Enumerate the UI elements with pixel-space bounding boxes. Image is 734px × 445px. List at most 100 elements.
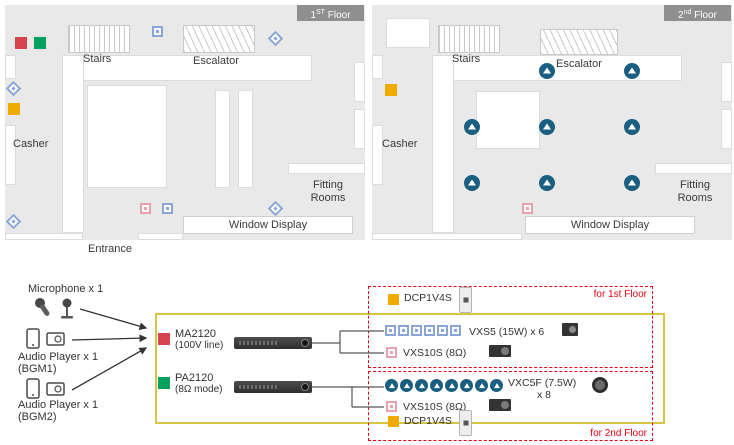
vxc5f-label: VXC5F (7.5W): [508, 377, 577, 389]
floor1-title-num: 1: [310, 10, 317, 21]
floor2-stairs-label: Stairs: [452, 53, 481, 65]
vxs10s-subwoofer-image: [489, 345, 511, 357]
floor2-vxs10s-label: VXS10S (8Ω): [403, 401, 467, 413]
smartphone-icon: [26, 378, 40, 399]
pa2120-label: PA2120: [175, 372, 214, 384]
dcp-control-loop: [155, 313, 665, 424]
vxs10s-subwoofer-icon: [522, 203, 533, 214]
dcp1v4s-panel-icon: [385, 84, 397, 96]
music-player-icon: [46, 382, 65, 396]
floor1-stairs-hatch: [68, 25, 130, 53]
audio-player2-icons: [26, 378, 65, 399]
floor1-stairs-label: Stairs: [83, 53, 112, 65]
vxs5-speaker-icon: [411, 325, 422, 336]
audio-player1-label: Audio Player x 1: [18, 351, 99, 363]
vxs5-speaker-icon: [424, 325, 435, 336]
pa2120-amp-icon: [158, 377, 170, 389]
ma2120-rack-image: [234, 337, 312, 349]
smartphone-icon: [26, 328, 40, 349]
microphone-icons: [35, 298, 73, 319]
floor1-vxs10s-label: VXS10S (8Ω): [403, 347, 467, 359]
vxc5f-ceiling-speaker-icon: [624, 63, 640, 79]
ma2120-mode-label: (100V line): [175, 340, 224, 351]
floor1-fitting-rooms-label: Fitting Rooms: [310, 179, 346, 204]
vxs5-speaker-icon: [398, 325, 409, 336]
vxc5f-ceiling-speaker-icon: [460, 379, 473, 392]
floor2-stairs-hatch: [438, 25, 500, 53]
vxs10s-subwoofer-icon: [140, 203, 151, 214]
vxs5-speaker-icon: [267, 200, 284, 217]
vxs5-speaker-icon: [162, 203, 173, 214]
floor1-aisle-vertical: [62, 55, 84, 233]
floor1-fitting-wall: [288, 163, 365, 174]
pa2120-mode-label: (8Ω mode): [175, 384, 223, 395]
floor1-bottom-wall: [138, 233, 183, 240]
dcp1v4s-panel-icon: [388, 294, 399, 305]
vxs10s-subwoofer-icon: [386, 401, 397, 412]
floor2-escalator-label: Escalator: [556, 58, 602, 70]
floor2-title-sup: nd: [683, 9, 692, 16]
vxc5f-ceiling-speaker-icon: [464, 175, 480, 191]
floor2-plan: 2nd Floor Stairs Escalator Casher Fittin…: [372, 5, 732, 240]
floor1-title-rest: Floor: [324, 10, 351, 21]
vxc5f-ceiling-speaker-icon: [430, 379, 443, 392]
vxs10s-subwoofer-icon: [386, 347, 397, 358]
floor2-casher-label: Casher: [382, 138, 418, 150]
pa2120-rack-image: [234, 381, 312, 393]
vxs5-speaker-icon: [450, 325, 461, 336]
audio-player2-label: Audio Player x 1: [18, 399, 99, 411]
floor1-title-sup: ST: [316, 9, 325, 16]
floor2-left-shelf: [372, 125, 383, 185]
audio-player1-sublabel: (BGM1): [18, 363, 57, 375]
vxc5f-ceiling-speaker-icon: [539, 63, 555, 79]
floor2-aisle-horizontal: [432, 55, 682, 81]
floor2-aisle-vertical: [432, 55, 454, 233]
vxc5f-ceiling-speaker-icon: [445, 379, 458, 392]
floor2-title-rest: Floor: [691, 10, 717, 21]
audio-player2-sublabel: (BGM2): [18, 411, 57, 423]
floor2-center-void: [476, 91, 540, 149]
ma2120-amp-icon: [15, 37, 27, 49]
desk-mic-icon: [62, 298, 72, 308]
floor1-group-tag: for 1st Floor: [593, 289, 647, 300]
vxc5f-speaker-image: [592, 377, 608, 393]
floor1-right-shelf: [354, 109, 365, 149]
floor2-window-display: Window Display: [525, 216, 695, 234]
dcp1v4s-wallplate-icon: [459, 287, 472, 313]
floor1-center-fixture: [87, 85, 167, 188]
vxc5f-ceiling-speaker-icon: [464, 119, 480, 135]
floor1-shelf-strip: [215, 90, 230, 188]
vxc5f-ceiling-speaker-icon: [490, 379, 503, 392]
vxs5-speaker-icon: [267, 30, 284, 47]
floor2-right-shelf: [721, 62, 732, 102]
floor2-fitting-wall: [655, 163, 732, 174]
floor1-shelf-strip: [238, 90, 253, 188]
vxc5f-ceiling-speaker-icon: [624, 119, 640, 135]
vxc5f-qty-label: x 8: [536, 389, 551, 401]
floor2-group-tag: for 2nd Floor: [590, 428, 647, 439]
vxs5-speaker-icon: [385, 325, 396, 336]
floor1-aisle-horizontal: [62, 55, 312, 81]
floor1-plan: 1ST Floor Stairs Escalator Casher Fittin…: [5, 5, 365, 255]
floor2-fitting-rooms-label: Fitting Rooms: [677, 179, 713, 204]
vxc5f-ceiling-speaker-icon: [385, 379, 398, 392]
ma2120-amp-icon: [158, 333, 170, 345]
floor1-escalator-label: Escalator: [193, 55, 239, 67]
vxs10s-subwoofer-image: [489, 399, 511, 411]
floor2-backroom: [386, 18, 430, 48]
floor1-entrance-label: Entrance: [87, 243, 133, 255]
floor2-bottom-wall: [372, 233, 522, 240]
vxs5-speaker-icon: [5, 80, 22, 97]
microphone-label: Microphone x 1: [28, 283, 104, 295]
floor1-casher-label: Casher: [13, 138, 49, 150]
dcp1v4s-panel-icon: [388, 416, 399, 427]
floor2-escalator-hatch: [540, 29, 618, 55]
vxs5-speaker-icon: [152, 26, 163, 37]
floor2-dcp-label: DCP1V4S: [404, 415, 452, 427]
vxc5f-ceiling-speaker-icon: [624, 175, 640, 191]
floor1-left-shelf: [5, 125, 16, 185]
audio-player1-icons: [26, 328, 65, 349]
dcp1v4s-panel-icon: [8, 103, 20, 115]
floor1-title: 1ST Floor: [297, 5, 364, 21]
